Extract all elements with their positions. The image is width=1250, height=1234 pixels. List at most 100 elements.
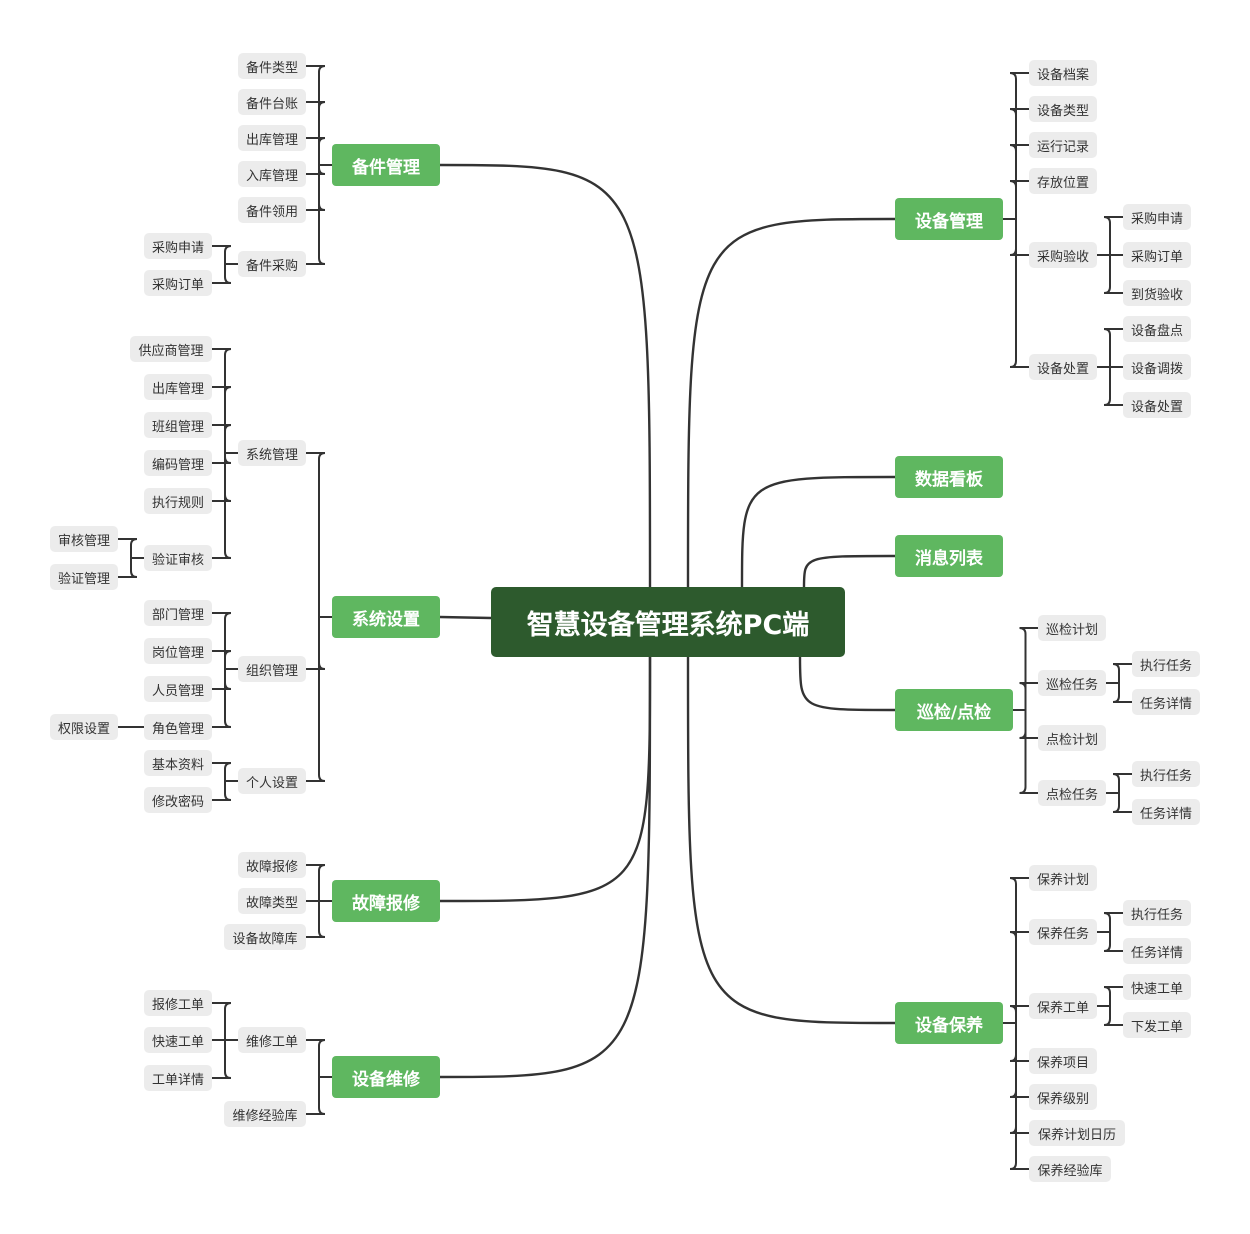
bracket-branches-0 [305,65,333,265]
subtopic-branches-3-children-1[interactable]: 维修经验库 [224,1101,306,1127]
subtopic-branches-1-children-0-children-1[interactable]: 出库管理 [144,374,212,400]
bracket-branches-4 [1002,72,1030,368]
bracket-branches-1-children-1 [211,612,239,728]
subtopic-branches-4-children-4-children-0[interactable]: 采购申请 [1123,204,1191,230]
branch-topic-branches-7[interactable]: 巡检/点检 [895,689,1013,731]
subtopic-branches-1-children-0-children-5[interactable]: 验证审核 [144,545,212,571]
bracket-branches-7-children-3 [1105,773,1133,813]
subtopic-branches-4-children-1[interactable]: 设备类型 [1029,96,1097,122]
subtopic-branches-1-children-1[interactable]: 组织管理 [238,656,306,682]
subtopic-branches-7-children-0[interactable]: 巡检计划 [1038,615,1106,641]
branch-topic-branches-2[interactable]: 故障报修 [332,880,440,922]
subtopic-branches-0-children-5[interactable]: 备件采购 [238,251,306,277]
subtopic-branches-4-children-4-children-2[interactable]: 到货验收 [1123,280,1191,306]
subtopic-branches-1-children-1-children-0[interactable]: 部门管理 [144,600,212,626]
branch-curve-branches-1 [438,615,493,620]
branch-topic-branches-3[interactable]: 设备维修 [332,1056,440,1098]
subtopic-branches-4-children-5-children-1[interactable]: 设备调拨 [1123,354,1191,380]
subtopic-branches-8-children-3[interactable]: 保养项目 [1029,1048,1097,1074]
bracket-branches-1-children-0 [211,348,239,559]
subtopic-branches-7-children-2[interactable]: 点检计划 [1038,725,1106,751]
subtopic-branches-3-children-0-children-2[interactable]: 工单详情 [144,1065,212,1091]
subtopic-branches-0-children-3[interactable]: 入库管理 [238,161,306,187]
subtopic-branches-1-children-1-children-3[interactable]: 角色管理 [144,714,212,740]
subtopic-branches-2-children-0[interactable]: 故障报修 [238,852,306,878]
bracket-branches-8-children-2 [1096,986,1124,1026]
subtopic-branches-0-children-2[interactable]: 出库管理 [238,125,306,151]
bracket-branches-4-children-4 [1096,216,1124,294]
subtopic-branches-1-children-0-children-3[interactable]: 编码管理 [144,450,212,476]
subtopic-branches-4-children-4[interactable]: 采购验收 [1029,242,1097,268]
subtopic-branches-1-children-2-children-0[interactable]: 基本资料 [144,750,212,776]
bracket-branches-4-children-5 [1096,328,1124,406]
subtopic-branches-8-children-1-children-0[interactable]: 执行任务 [1123,900,1191,926]
subtopic-branches-7-children-1-children-0[interactable]: 执行任务 [1132,651,1200,677]
bracket-branches-3 [305,1039,333,1115]
subtopic-branches-3-children-0[interactable]: 维修工单 [238,1027,306,1053]
subtopic-branches-4-children-2[interactable]: 运行记录 [1029,132,1097,158]
subtopic-branches-4-children-5[interactable]: 设备处置 [1029,354,1097,380]
subtopic-branches-1-children-0-children-2[interactable]: 班组管理 [144,412,212,438]
branch-curve-branches-8 [686,655,897,1025]
subtopic-branches-7-children-1-children-1[interactable]: 任务详情 [1132,689,1200,715]
subtopic-branches-1-children-0[interactable]: 系统管理 [238,440,306,466]
subtopic-branches-0-children-4[interactable]: 备件领用 [238,197,306,223]
subtopic-branches-1-children-2[interactable]: 个人设置 [238,768,306,794]
subtopic-branches-1-children-0-children-0[interactable]: 供应商管理 [130,336,212,362]
subtopic-branches-8-children-2-children-0[interactable]: 快速工单 [1123,974,1191,1000]
branch-curve-branches-6 [802,554,897,589]
subtopic-branches-0-children-5-children-1[interactable]: 采购订单 [144,270,212,296]
subtopic-branches-0-children-5-children-0[interactable]: 采购申请 [144,233,212,259]
bracket-branches-8-children-1 [1096,912,1124,952]
subtopic-branches-1-children-2-children-1[interactable]: 修改密码 [144,787,212,813]
branch-topic-branches-0[interactable]: 备件管理 [332,144,440,186]
central-topic-central[interactable]: 智慧设备管理系统PC端 [491,587,845,657]
subtopic-branches-3-children-0-children-1[interactable]: 快速工单 [144,1027,212,1053]
branch-topic-branches-1[interactable]: 系统设置 [332,596,440,638]
subtopic-branches-4-children-3[interactable]: 存放位置 [1029,168,1097,194]
subtopic-branches-8-children-5[interactable]: 保养计划日历 [1029,1120,1125,1146]
subtopic-branches-1-children-1-children-1[interactable]: 岗位管理 [144,638,212,664]
subtopic-branches-7-children-3-children-0[interactable]: 执行任务 [1132,761,1200,787]
subtopic-branches-7-children-1[interactable]: 巡检任务 [1038,670,1106,696]
subtopic-branches-3-children-0-children-0[interactable]: 报修工单 [144,990,212,1016]
subtopic-branches-8-children-2[interactable]: 保养工单 [1029,993,1097,1019]
bracket-branches-3-children-0 [211,1002,239,1079]
bracket-branches-7-children-1 [1105,663,1133,703]
subtopic-branches-4-children-0[interactable]: 设备档案 [1029,60,1097,86]
subtopic-branches-7-children-3[interactable]: 点检任务 [1038,780,1106,806]
branch-topic-branches-6[interactable]: 消息列表 [895,535,1003,577]
subtopic-branches-2-children-2[interactable]: 设备故障库 [224,924,306,950]
subtopic-branches-8-children-0[interactable]: 保养计划 [1029,865,1097,891]
subtopic-branches-8-children-2-children-1[interactable]: 下发工单 [1123,1012,1191,1038]
branch-curve-branches-5 [740,475,897,589]
subtopic-branches-0-children-1[interactable]: 备件台账 [238,89,306,115]
branch-curve-branches-3 [438,655,652,1079]
bracket-branches-0-children-5 [211,245,239,284]
subtopic-branches-2-children-1[interactable]: 故障类型 [238,888,306,914]
subtopic-branches-1-children-1-children-2[interactable]: 人员管理 [144,676,212,702]
subtopic-branches-1-children-0-children-5-children-1[interactable]: 验证管理 [50,564,118,590]
branch-topic-branches-8[interactable]: 设备保养 [895,1002,1003,1044]
bracket-branches-1-children-0-children-5 [117,538,145,578]
subtopic-branches-8-children-1[interactable]: 保养任务 [1029,919,1097,945]
bracket-branches-1-children-2 [211,762,239,801]
bracket-branches-7 [1012,627,1039,794]
branch-topic-branches-5[interactable]: 数据看板 [895,456,1003,498]
branch-curve-branches-0 [438,163,652,589]
subtopic-branches-8-children-6[interactable]: 保养经验库 [1029,1156,1111,1182]
branch-topic-branches-4[interactable]: 设备管理 [895,198,1003,240]
subtopic-branches-1-children-1-children-3-children-0[interactable]: 权限设置 [50,714,118,740]
subtopic-branches-4-children-4-children-1[interactable]: 采购订单 [1123,242,1191,268]
subtopic-branches-8-children-4[interactable]: 保养级别 [1029,1084,1097,1110]
subtopic-branches-8-children-1-children-1[interactable]: 任务详情 [1123,938,1191,964]
subtopic-branches-4-children-5-children-2[interactable]: 设备处置 [1123,392,1191,418]
subtopic-branches-7-children-3-children-1[interactable]: 任务详情 [1132,799,1200,825]
subtopic-branches-1-children-0-children-4[interactable]: 执行规则 [144,488,212,514]
bracket-branches-8 [1002,877,1030,1170]
subtopic-branches-0-children-0[interactable]: 备件类型 [238,53,306,79]
subtopic-branches-1-children-0-children-5-children-0[interactable]: 审核管理 [50,526,118,552]
subtopic-branches-4-children-5-children-0[interactable]: 设备盘点 [1123,316,1191,342]
